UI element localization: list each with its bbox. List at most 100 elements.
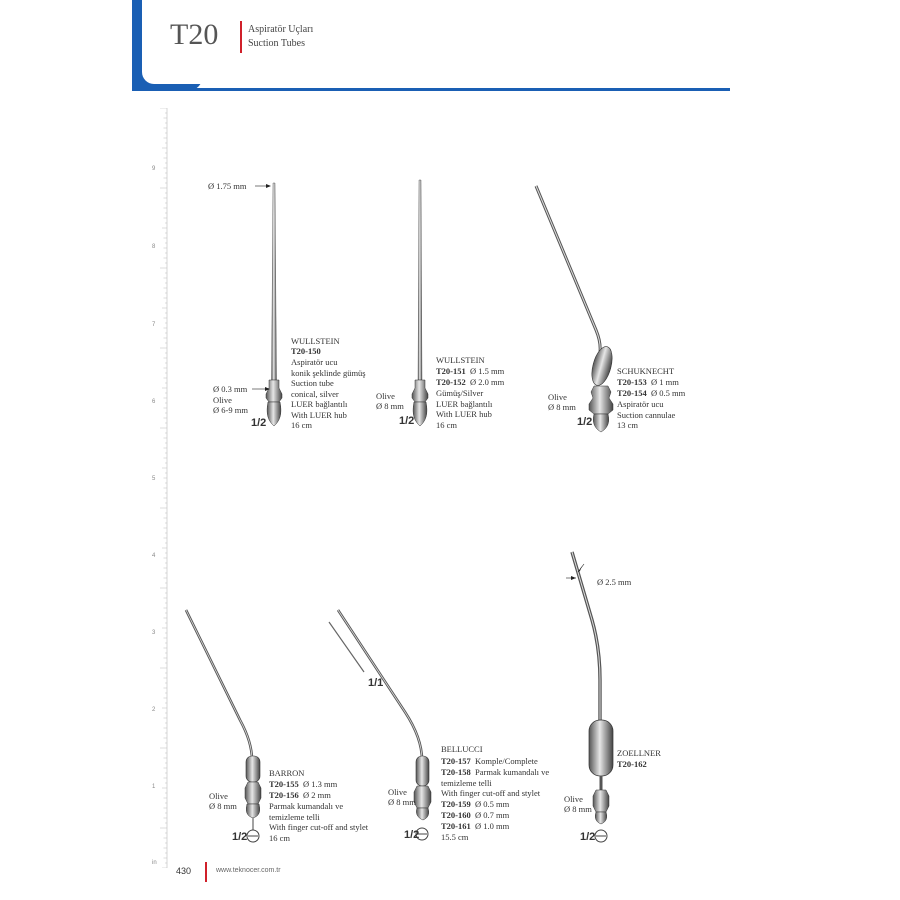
t20-162-olive-size: Ø 8 mm: [564, 804, 592, 814]
size: Ø 1.0 mm: [475, 821, 510, 831]
t20-151-name: WULLSTEIN: [436, 355, 485, 365]
ruler-label-5: 5: [152, 476, 156, 482]
inch-ruler: [160, 108, 168, 868]
t20-150-line: Suction tube: [291, 378, 334, 388]
t20-157-scale: 1/2: [404, 829, 420, 841]
t20-155-code-row: T20-155 Ø 1.3 mm: [269, 779, 337, 790]
section-code: T20: [170, 18, 219, 51]
t20-153-description: Aspiratör ucu Suction cannulae 13 cm: [617, 399, 675, 431]
t20-162-olive: Olive: [564, 794, 583, 804]
t20-150-line: Aspiratör ucu: [291, 357, 338, 367]
t20-150-line: With LUER hub: [291, 409, 347, 420]
header-rule: [132, 88, 730, 91]
t20-151-line: With LUER hub: [436, 409, 492, 419]
size: Ø 0.5 mm: [475, 799, 510, 809]
t20-157-olive: Olive: [388, 787, 407, 797]
size: Ø 2.0 mm: [470, 377, 505, 387]
code: T20-155: [269, 779, 299, 789]
ruler-label-6: 6: [152, 399, 156, 405]
t20-154-code-row: T20-154 Ø 0.5 mm: [617, 388, 685, 399]
t20-153-name: SCHUKNECHT: [617, 366, 675, 376]
ruler-label-7: 7: [152, 322, 156, 328]
header-white-panel: [142, 0, 742, 84]
code: T20-151: [436, 366, 466, 376]
t20-153-line: Aspiratör ucu: [617, 399, 664, 409]
t20-162-code: T20-162: [617, 759, 647, 769]
t20-155-olive-size: Ø 8 mm: [209, 801, 237, 811]
t20-150-name: WULLSTEIN: [291, 336, 340, 346]
t20-150-olive: Olive: [213, 395, 232, 405]
t20-151-description: Gümüş/Silver LUER bağlantılı With LUER h…: [436, 388, 492, 430]
t20-150-dim-mid: Ø 0.3 mm: [213, 384, 248, 394]
t20-153-scale: 1/2: [577, 416, 593, 428]
t20-157-line: With finger cut-off and stylet: [441, 788, 541, 798]
size: Ø 0.7 mm: [475, 810, 510, 820]
header-red-divider: [240, 21, 242, 53]
ruler-unit: in: [152, 860, 157, 866]
instrument-t20-151: [411, 179, 429, 427]
size: Ø 2 mm: [303, 790, 331, 800]
t20-156-code-row: T20-156 Ø 2 mm: [269, 790, 331, 801]
t20-155-scale: 1/2: [232, 831, 248, 843]
ruler-label-4: 4: [152, 553, 156, 559]
t20-153-line: 13 cm: [617, 420, 639, 430]
t20-150-dim-top: Ø 1.75 mm: [208, 181, 247, 191]
code: T20-157: [441, 756, 471, 766]
t20-151-line: Gümüş/Silver: [436, 388, 484, 398]
size: Parmak kumandalı ve: [475, 767, 550, 777]
page-number: 430: [176, 866, 192, 876]
t20-150-line: conical, silver: [291, 388, 339, 399]
instrument-t20-162: [566, 551, 614, 843]
t20-151-code-row: T20-151 Ø 1.5 mm: [436, 366, 504, 377]
size: Ø 1.5 mm: [470, 366, 505, 376]
t20-153-code-row: T20-153 Ø 1 mm: [617, 377, 679, 388]
t20-155-line: 16 cm: [269, 832, 291, 843]
instrument-t20-150: [252, 182, 283, 427]
size: Ø 0.5 mm: [651, 388, 686, 398]
t20-153-line: Suction cannulae: [617, 409, 676, 420]
t20-150-line: LUER bağlantılı: [291, 399, 348, 409]
size: Ø 1 mm: [651, 377, 679, 387]
ruler-label-9: 9: [152, 166, 156, 172]
subtitle-tr: Aspiratör Uçları: [248, 24, 314, 35]
t20-160-code-row: T20-160 Ø 0.7 mm: [441, 810, 509, 821]
t20-153-olive-size: Ø 8 mm: [548, 402, 576, 412]
t20-155-line: Parmak kumandalı ve: [269, 801, 344, 811]
t20-150-scale: 1/2: [251, 417, 267, 429]
ruler-label-8: 8: [152, 244, 156, 250]
t20-151-line: 16 cm: [436, 419, 458, 430]
t20-157-line: temizleme telli: [441, 778, 492, 788]
code: T20-156: [269, 790, 299, 800]
footer-url-link[interactable]: www.teknocer.com.tr: [216, 867, 281, 874]
code: T20-161: [441, 821, 471, 831]
t20-162-dim-top: Ø 2.5 mm: [597, 577, 632, 587]
t20-152-code-row: T20-152 Ø 2.0 mm: [436, 377, 504, 388]
instrument-t20-157: [328, 609, 432, 841]
ruler-label-3: 3: [152, 630, 156, 636]
t20-155-description: Parmak kumandalı ve temizleme telli With…: [269, 801, 368, 843]
code: T20-153: [617, 377, 647, 387]
t20-162-scale: 1/2: [580, 831, 596, 843]
t20-157-code-row: T20-157 Komple/Complete: [441, 756, 538, 767]
size: Komple/Complete: [475, 756, 538, 766]
ruler-label-1: 1: [152, 784, 156, 790]
t20-161-code-row: T20-161 Ø 1.0 mm: [441, 821, 509, 832]
code: T20-158: [441, 767, 471, 777]
t20-162-name: ZOELLNER: [617, 748, 661, 758]
t20-158-code-row: T20-158 Parmak kumandalı ve: [441, 767, 549, 778]
footer-red-divider: [205, 862, 207, 882]
t20-150-line: konik şeklinde gümüş: [291, 367, 366, 378]
t20-157-olive-size: Ø 8 mm: [388, 797, 416, 807]
t20-150-olive-size: Ø 6-9 mm: [213, 405, 248, 415]
code: T20-154: [617, 388, 647, 398]
t20-157-name: BELLUCCI: [441, 744, 483, 754]
ruler-label-2: 2: [152, 707, 156, 713]
t20-151-olive: Olive: [376, 391, 395, 401]
t20-155-line: temizleme telli: [269, 811, 320, 822]
code: T20-159: [441, 799, 471, 809]
t20-151-olive-size: Ø 8 mm: [376, 401, 404, 411]
t20-151-line: LUER bağlantılı: [436, 398, 493, 409]
code: T20-160: [441, 810, 471, 820]
size: Ø 1.3 mm: [303, 779, 338, 789]
